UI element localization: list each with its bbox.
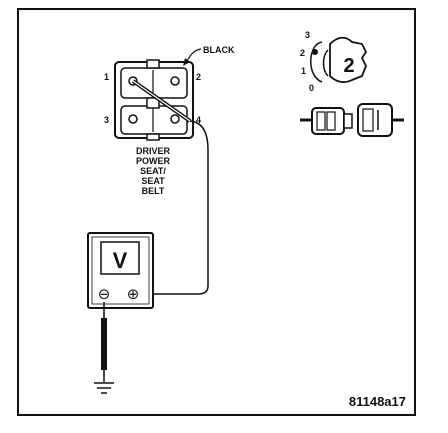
svg-text:SEAT/: SEAT/ <box>140 166 166 176</box>
pin-label-1: 1 <box>104 72 109 82</box>
svg-text:POWER: POWER <box>136 156 171 166</box>
pin-label-4: 4 <box>196 115 201 125</box>
pin-2-terminal <box>170 76 180 86</box>
pin-label-2: 2 <box>196 72 201 82</box>
connector-caption: DRIVER POWER SEAT/ SEAT BELT <box>136 146 171 196</box>
ground-icon <box>94 382 114 394</box>
positive-terminal: ⊕ <box>127 286 140 303</box>
seat-belt-connector <box>114 59 194 141</box>
connector-disconnect-icon <box>300 103 404 137</box>
negative-terminal: ⊖ <box>98 286 111 303</box>
meter-display <box>100 241 140 275</box>
key-position-1: 1 <box>301 66 306 76</box>
key-position-0: 0 <box>309 83 314 93</box>
diagram-frame <box>17 8 416 416</box>
pin-3-terminal <box>128 114 138 124</box>
svg-text:SEAT: SEAT <box>141 176 165 186</box>
negative-test-lead <box>101 302 107 382</box>
key-number: 2 <box>343 55 354 77</box>
svg-text:DRIVER: DRIVER <box>136 146 171 156</box>
meter-display-unit: V <box>113 248 128 273</box>
key-position-2: 2 <box>300 48 305 58</box>
black-wire-label: BLACK <box>203 45 235 55</box>
pin-label-3: 3 <box>104 115 109 125</box>
figure-id: 81148a17 <box>349 394 406 409</box>
key-position-3: 3 <box>305 30 310 40</box>
voltmeter: V ⊖ ⊕ <box>87 232 154 309</box>
svg-text:BELT: BELT <box>142 186 165 196</box>
positive-test-lead <box>140 120 209 295</box>
pin-4-terminal <box>170 114 180 124</box>
ignition-key-icon <box>310 36 368 83</box>
